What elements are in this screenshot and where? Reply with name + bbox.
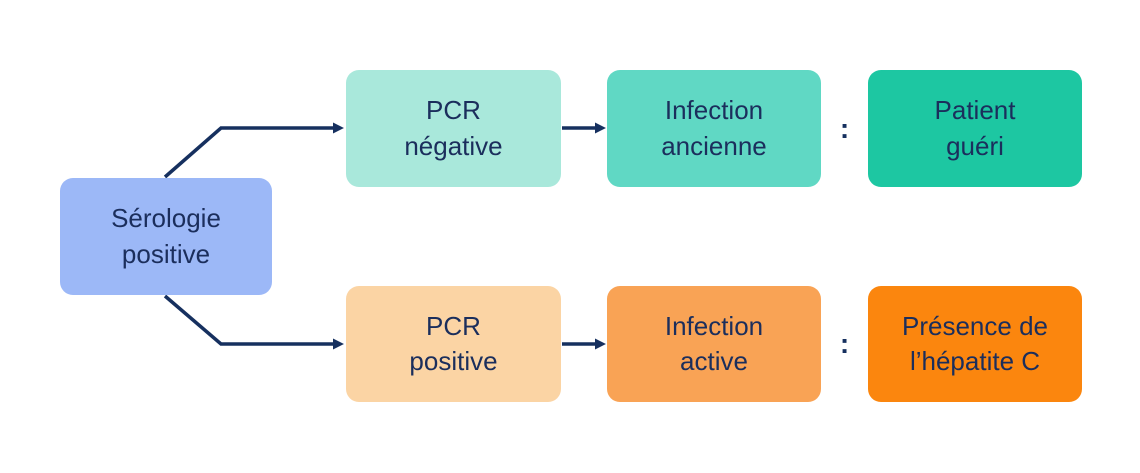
node-serologie-positive: Sérologie positive (60, 178, 272, 295)
node-presence-hepatite-c: Présence de l’hépatite C (868, 286, 1082, 402)
connector-root-to-pcr-positive (163, 294, 344, 350)
node-pcr-positive: PCR positive (346, 286, 561, 402)
node-serologie-positive-label: Sérologie positive (111, 203, 221, 269)
node-pcr-negative-label: PCR négative (404, 95, 503, 161)
node-patient-gueri-label: Patient guéri (934, 95, 1016, 161)
node-infection-ancienne: Infection ancienne (607, 70, 821, 187)
connector-root-to-pcr-negative (163, 122, 344, 179)
relation-symbol-bottom-glyph: : (839, 328, 850, 359)
node-infection-active-label: Infection active (664, 310, 764, 376)
node-pcr-negative: PCR négative (346, 70, 561, 187)
node-presence-hepatite-c-label: Présence de l’hépatite C (902, 310, 1048, 376)
relation-symbol-top: : (821, 70, 868, 187)
node-pcr-positive-label: PCR positive (409, 310, 498, 376)
relation-symbol-bottom: : (821, 286, 868, 402)
node-infection-active: Infection active (607, 286, 821, 402)
node-patient-gueri: Patient guéri (868, 70, 1082, 187)
node-infection-ancienne-label: Infection ancienne (661, 95, 767, 161)
relation-symbol-top-glyph: : (839, 112, 850, 144)
